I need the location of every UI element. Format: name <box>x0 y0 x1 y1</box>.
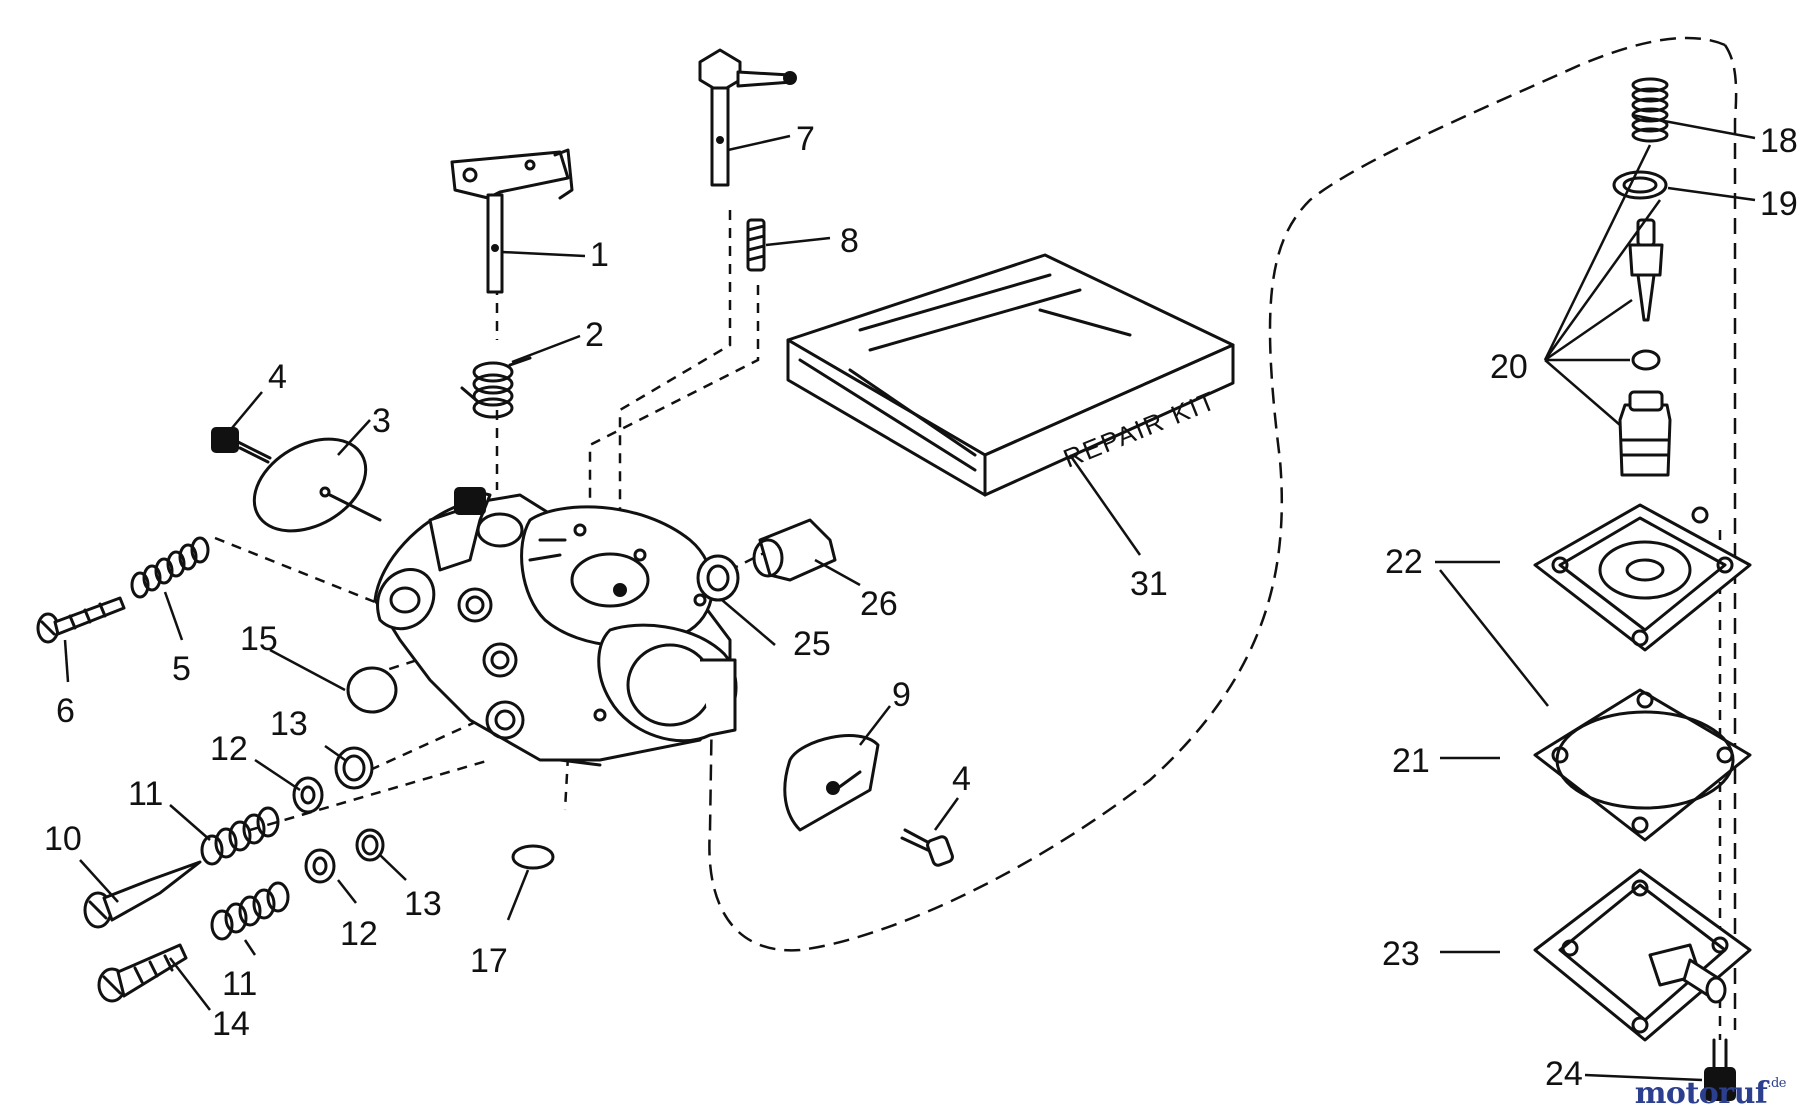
idle-spring-part <box>130 536 210 599</box>
main-needle-part <box>83 860 202 929</box>
callout-22: 22 <box>1385 543 1423 581</box>
callout-9: 9 <box>892 676 911 714</box>
callout-6: 6 <box>56 692 75 730</box>
needle-screw-part-14 <box>97 943 188 1003</box>
callout-25: 25 <box>793 625 831 663</box>
gasket-washer-upper <box>292 746 374 814</box>
choke-plate-part <box>252 437 382 533</box>
inlet-needle-group-part-20 <box>1618 218 1672 477</box>
welch-plug-part-15 <box>346 666 398 714</box>
throttle-spring-part <box>460 356 532 419</box>
callout-15: 15 <box>240 620 278 658</box>
throttle-plate-part-9 <box>783 734 880 832</box>
callout-18: 18 <box>1760 122 1798 160</box>
watermark-tld: .de <box>1767 1076 1786 1091</box>
leader-lines <box>63 113 1756 1082</box>
callout-4-lower: 4 <box>952 760 971 798</box>
callout-8: 8 <box>840 222 859 260</box>
idle-screw-part <box>36 596 126 644</box>
callout-5: 5 <box>172 650 191 688</box>
watermark-logo: motoruf.de <box>1634 1076 1787 1111</box>
repair-kit-box: REPAIR KIT <box>786 253 1235 497</box>
callout-12-lower: 12 <box>340 915 378 953</box>
carburetor-body <box>373 487 738 767</box>
callout-13-lower: 13 <box>404 885 442 923</box>
callout-1: 1 <box>590 236 609 274</box>
callout-3: 3 <box>372 402 391 440</box>
callout-13-upper: 13 <box>270 705 308 743</box>
callout-21: 21 <box>1392 742 1430 780</box>
callout-7: 7 <box>796 120 815 158</box>
callout-20: 20 <box>1490 348 1528 386</box>
cover-part-23 <box>1533 868 1752 1042</box>
callout-11-upper: 11 <box>128 775 163 813</box>
callout-14: 14 <box>212 1005 250 1043</box>
callout-11-lower: 11 <box>222 965 257 1003</box>
callout-17: 17 <box>470 942 508 980</box>
repair-kit-enclosure <box>708 36 1738 1030</box>
callout-4-upper: 4 <box>268 358 287 396</box>
diaphragm-part-22 <box>1533 503 1752 652</box>
callout-23: 23 <box>1382 935 1420 973</box>
screw-part-upper <box>211 427 272 464</box>
cover-screw-part-24 <box>1704 1038 1736 1101</box>
callout-19: 19 <box>1760 185 1798 223</box>
valve-spring-part-18 <box>1631 77 1669 143</box>
screw-part-lower <box>900 828 954 867</box>
callout-labels: 1 2 3 4 4 5 6 7 8 9 10 11 11 12 12 13 13… <box>44 120 1798 1093</box>
gasket-washer-lower <box>304 828 385 884</box>
throttle-lever-part <box>450 148 574 294</box>
callout-24: 24 <box>1545 1055 1583 1093</box>
callout-31: 31 <box>1130 565 1168 603</box>
callout-12-upper: 12 <box>210 730 248 768</box>
choke-shaft-part <box>698 48 797 187</box>
callout-26: 26 <box>860 585 898 623</box>
welch-plug-part-17 <box>511 844 555 870</box>
washer-part-19 <box>1612 170 1668 200</box>
watermark-brand: motoruf <box>1634 1076 1768 1111</box>
gasket-part-21 <box>1533 688 1752 842</box>
small-spring-part <box>746 218 766 272</box>
callout-2: 2 <box>585 316 604 354</box>
needle-springs <box>200 806 290 941</box>
inlet-fitting-parts <box>696 518 837 602</box>
callout-10: 10 <box>44 820 82 858</box>
